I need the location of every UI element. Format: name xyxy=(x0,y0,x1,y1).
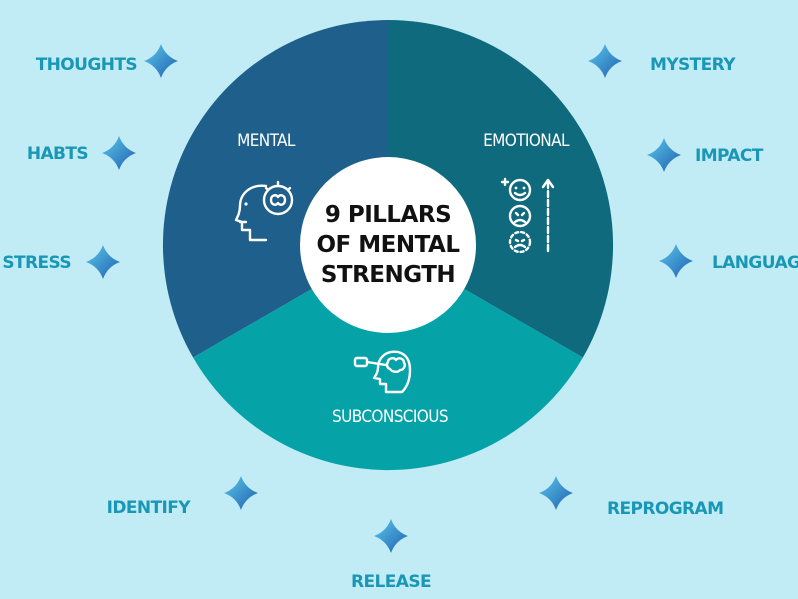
center-title-line-2: OF MENTAL xyxy=(317,232,461,258)
head-key-icon xyxy=(353,350,412,394)
sector-label-emotional: EMOTIONAL xyxy=(483,131,570,151)
pillar-label-release: RELEASE xyxy=(351,572,431,592)
sparkle-icon-release xyxy=(374,519,408,553)
pillar-label-language: LANGUAGE xyxy=(712,253,798,273)
sparkle-group xyxy=(86,44,693,553)
sparkle-icon-habits xyxy=(102,136,136,170)
center-title-line-1: 9 PILLARS xyxy=(325,202,451,228)
sector-subconscious xyxy=(193,245,583,471)
pillar-label-stress: STRESS xyxy=(2,253,71,273)
pillar-label-thoughts: THOUGHTS xyxy=(36,55,137,75)
pillar-label-mystery: MYSTERY xyxy=(650,55,736,75)
center-disc xyxy=(300,157,476,333)
sparkle-icon-thoughts xyxy=(144,44,178,78)
head-brain-icon xyxy=(234,180,294,242)
pillar-label-reprogram: REPROGRAM xyxy=(607,499,723,519)
mood-scale-icon xyxy=(500,177,555,256)
pillar-label-identify: IDENTIFY xyxy=(107,498,192,518)
sparkle-icon-impact xyxy=(647,138,681,172)
pillar-label-habits: HABTS xyxy=(27,144,88,164)
sparkle-icon-mystery xyxy=(588,44,622,78)
sector-label-subconscious: SUBCONSCIOUS xyxy=(332,407,448,427)
sparkle-icon-reprogram xyxy=(539,476,573,510)
sector-label-mental: MENTAL xyxy=(237,131,296,151)
center-title-line-3: STRENGTH xyxy=(321,262,455,288)
sparkle-icon-language xyxy=(659,244,693,278)
pillar-label-impact: IMPACT xyxy=(695,146,764,166)
sparkle-icon-identify xyxy=(224,476,258,510)
sparkle-icon-stress xyxy=(86,245,120,279)
